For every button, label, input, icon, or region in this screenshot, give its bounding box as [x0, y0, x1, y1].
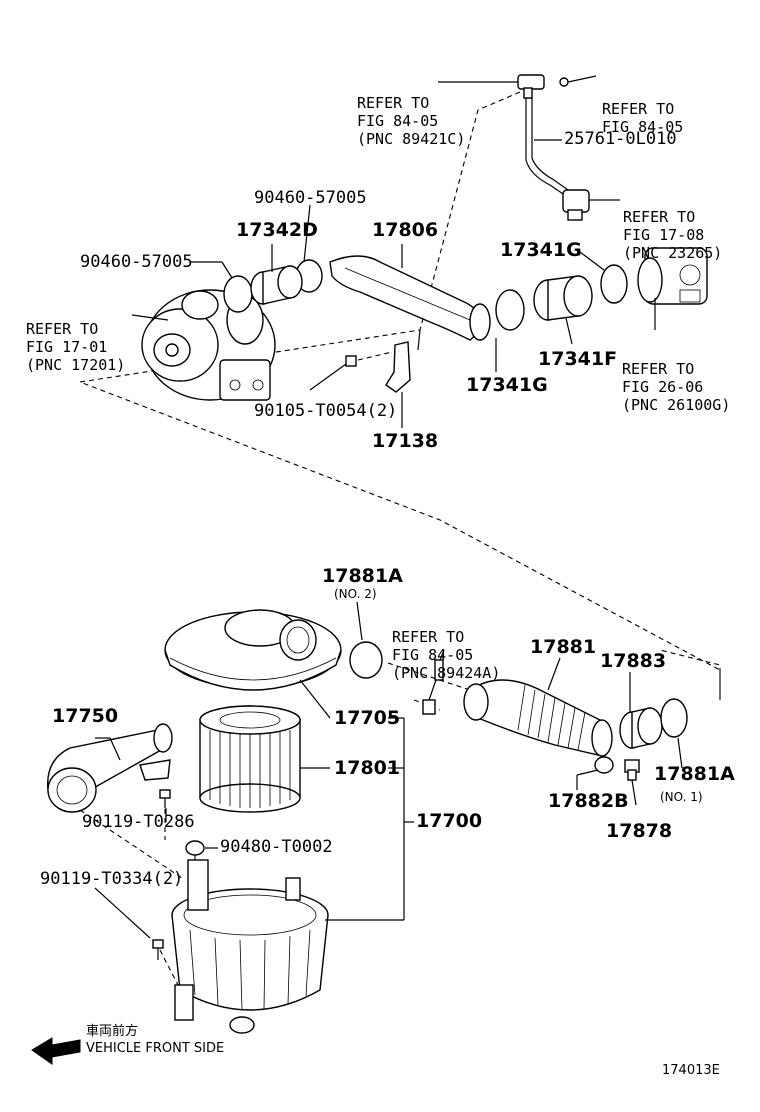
vehicle-front-label: VEHICLE FRONT SIDE [86, 1041, 225, 1056]
part-17750: 17750 [52, 705, 119, 727]
part-17881: 17881 [530, 636, 597, 658]
air-inlet-duct [46, 723, 173, 813]
part-25761-0L010: 25761-0L010 [564, 129, 677, 149]
air-filter-element [199, 705, 301, 813]
vsv-valve [562, 189, 604, 221]
intake-hose-17881 [463, 679, 613, 757]
throttle-body [637, 247, 708, 305]
hose-17883 [619, 707, 663, 749]
air-cleaner-case [171, 859, 329, 1034]
part-17705: 17705 [334, 707, 401, 729]
o-ring-17882B [594, 756, 614, 774]
part-90480-T0002: 90480-T0002 [220, 837, 333, 857]
part-17138: 17138 [372, 430, 439, 452]
figure-id: 174013E [662, 1063, 720, 1078]
hose-clamp-17881A-no2 [349, 641, 383, 679]
part-17341G-lower: 17341G [466, 374, 548, 396]
part-17881A-no1: 17881A [654, 763, 735, 785]
intake-pipe-17806 [329, 255, 491, 351]
hose-17341F [533, 275, 593, 321]
vehicle-front-jp: 車両前方 [86, 1024, 139, 1039]
part-17882B: 17882B [548, 790, 629, 812]
part-17801: 17801 [334, 757, 401, 779]
part-90460-57005-upper: 90460-57005 [254, 188, 367, 208]
hose-clamp-17341G-lower [495, 289, 525, 331]
part-17341F: 17341F [538, 348, 618, 370]
bracket-17138 [385, 341, 411, 393]
hose-clamp-17341G-upper [600, 264, 628, 304]
part-17806: 17806 [372, 219, 439, 241]
part-90460-57005-lower: 90460-57005 [80, 252, 193, 272]
hose-clamp-17881A-no1 [660, 698, 688, 738]
part-90119-T0286: 90119-T0286 [82, 812, 195, 832]
vacuum-hose [525, 98, 567, 197]
top-assembly-outline [77, 91, 721, 700]
hose-clamp-left [223, 275, 253, 313]
bolt-90105 [345, 351, 393, 367]
part-17881A-no2: 17881A [322, 565, 403, 587]
bolt-90119-T0286 [159, 789, 171, 808]
part-17878: 17878 [606, 820, 673, 842]
part-17883: 17883 [600, 650, 667, 672]
intake-air-sensor [422, 659, 444, 715]
part-17341G-upper: 17341G [500, 239, 582, 261]
air-cleaner-cap [164, 609, 342, 691]
part-17342D: 17342D [236, 219, 318, 241]
bolt-90119-T0334 [152, 939, 164, 960]
part-90119-T0334: 90119-T0334(2) [40, 869, 184, 889]
vacuum-fitting [517, 74, 569, 99]
part-17700: 17700 [416, 810, 483, 832]
part-17881A-no2-note: (NO. 2) [334, 587, 377, 601]
vehicle-front-arrow [31, 1037, 81, 1065]
grommet-90480 [185, 840, 205, 856]
fitting-17878 [624, 759, 640, 781]
hose-17342D [250, 265, 303, 305]
turbocharger [141, 289, 276, 401]
part-17881A-no1-note: (NO. 1) [660, 790, 703, 804]
part-90105-T0054: 90105-T0054(2) [254, 401, 398, 421]
